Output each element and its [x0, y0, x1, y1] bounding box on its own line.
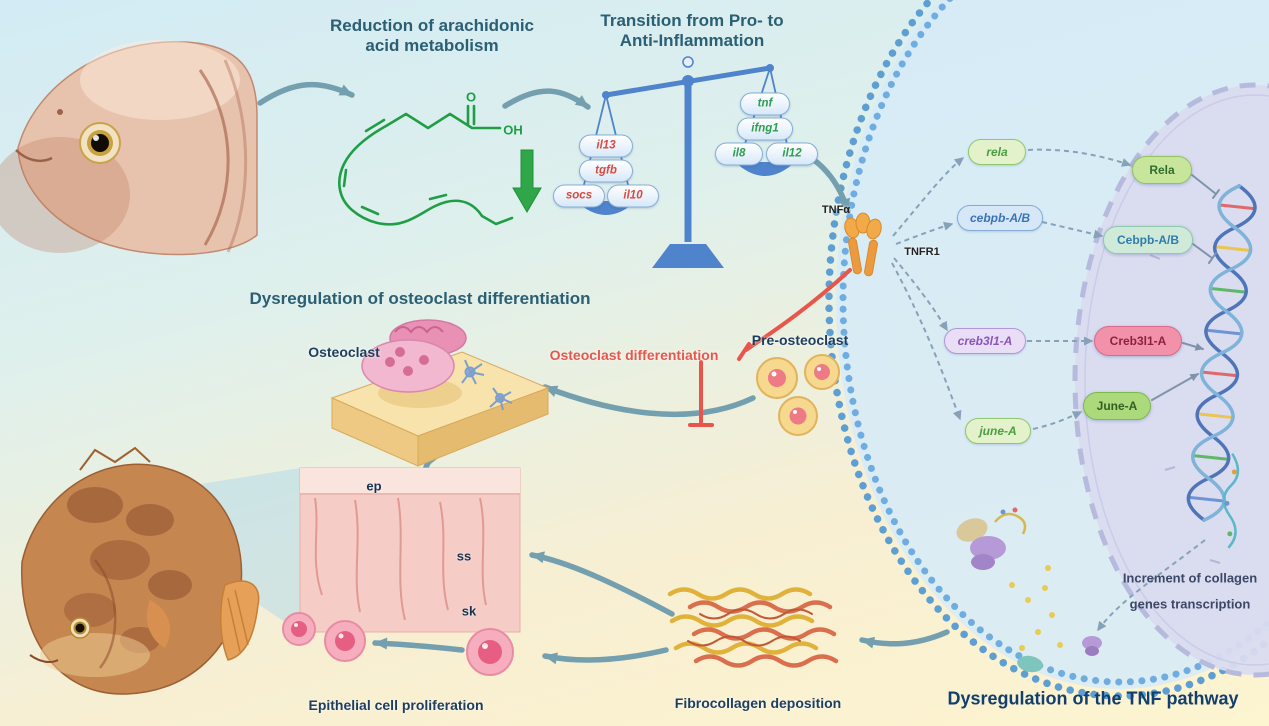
scale-pill-il13: il13: [579, 134, 633, 158]
pre-osteoclast-cells: [756, 354, 840, 436]
dna-helix-icon: [1186, 184, 1257, 549]
protein-pill-creb3l1: Creb3l1-A: [1094, 326, 1182, 356]
collagen-fibers-illustration: [667, 587, 839, 668]
decrease-arrow-icon: [512, 149, 542, 213]
skin-sk-label: sk: [461, 603, 477, 619]
arachidonic-acid-structure: [338, 104, 514, 226]
nuclear-export-arrow: [1097, 539, 1206, 632]
scale-pill-tgfb: tgfb: [579, 159, 633, 183]
epithelial-cells-illustration: [282, 612, 514, 676]
nucleus-note-line1: Increment of collagen: [1122, 570, 1258, 586]
scale-pill-il8: il8: [715, 142, 763, 166]
fibrocollagen-label: Fibrocollagen deposition: [674, 695, 842, 711]
osteoclast-illustration: [330, 319, 550, 467]
protein-pill-rela: Rela: [1132, 156, 1192, 184]
osteoclast-differentiation-label: Osteoclast differentiation: [549, 347, 719, 363]
title-transition-line1: Transition from Pro- to: [600, 11, 784, 30]
protein-pill-june: June-A: [1083, 392, 1151, 420]
atom-o-label: O: [465, 89, 477, 105]
tnf-alpha-label: TNFα: [821, 204, 851, 216]
skin-ss-label: ss: [456, 548, 472, 564]
gene-pill-cebpb: cebpb-A/B: [957, 205, 1043, 231]
fish-head-illustration: [0, 40, 258, 256]
section-title-osteoclast: Dysregulation of osteoclast differentiat…: [249, 289, 591, 308]
atom-oh-label: OH: [503, 122, 523, 138]
ribosome-icon: [956, 507, 1102, 673]
gene-pill-rela: rela: [968, 139, 1026, 165]
scale-pill-il10: il10: [607, 184, 659, 208]
dashed-signal-arrows: [891, 148, 1132, 430]
scale-pill-il12: il12: [766, 142, 818, 166]
tnfr1-label: TNFR1: [904, 246, 940, 258]
scale-pill-socs: socs: [553, 184, 605, 208]
secretion-dots: [1009, 565, 1063, 651]
epithelial-label: Epithelial cell proliferation: [308, 697, 484, 713]
nucleus-note-line2: genes transcription: [1129, 596, 1251, 612]
protein-pill-cebpb: Cebpb-A/B: [1103, 226, 1193, 254]
title-transition-line2: Anti-Inflammation: [619, 31, 765, 50]
pre-osteoclast-label: Pre-osteoclast: [751, 332, 849, 348]
section-title-tnf: Dysregulation of the TNF pathway: [947, 688, 1239, 709]
title-reduction-line1: Reduction of arachidonic: [329, 16, 535, 35]
bottom-fish-illustration: [21, 446, 260, 695]
gene-pill-june: june-A: [965, 418, 1031, 444]
tnf-receptor-icon: [844, 212, 882, 277]
protein-dna-arrows: [1151, 174, 1220, 401]
gene-pill-creb3l1: creb3l1-A: [944, 328, 1026, 354]
title-reduction-line2: acid metabolism: [365, 36, 499, 55]
inhibition-lines: [688, 268, 852, 427]
scale-pill-tnf: tnf: [740, 92, 790, 116]
skin-section-illustration: [299, 467, 521, 633]
scale-pill-ifng1: ifng1: [737, 117, 793, 141]
osteoclast-label: Osteoclast: [308, 344, 380, 360]
skin-ep-label: ep: [366, 478, 382, 494]
